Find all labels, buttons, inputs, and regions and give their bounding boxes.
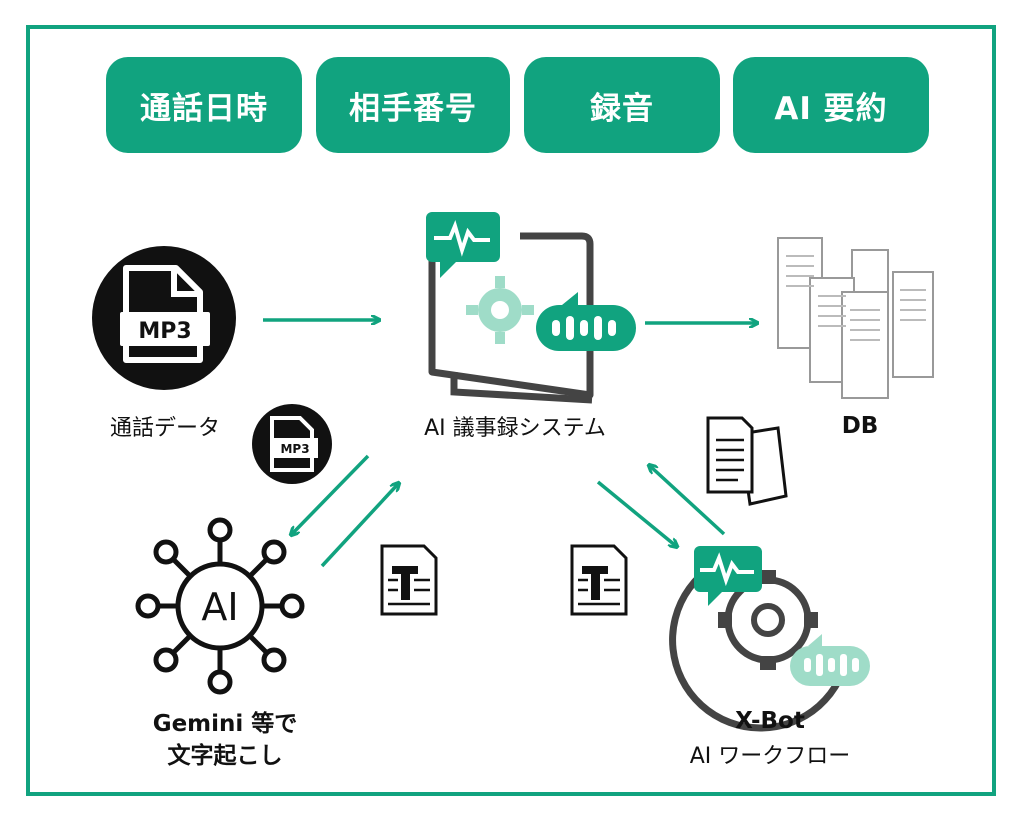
ai-system-label: AI 議事録システム <box>424 416 606 441</box>
xbot-label-line1: X-Bot <box>735 708 805 734</box>
pill-call-datetime: 通話日時 <box>106 57 302 153</box>
arrow-gemini-to-system <box>320 484 398 568</box>
call-data-label: 通話データ <box>109 416 220 441</box>
gemini-label-line1: Gemini 等で <box>152 711 298 737</box>
db-label: DB <box>841 413 879 439</box>
xbot-gear-icon <box>669 546 870 732</box>
pill-ai-summary: AI 要約 <box>733 57 929 153</box>
text-file-icon <box>570 544 628 616</box>
ai-network-text: AI <box>201 585 238 629</box>
arrow-xbot-to-system <box>650 466 726 536</box>
text-file-icon <box>380 544 438 616</box>
xbot-label-line2: AI ワークフロー <box>689 744 851 769</box>
mp3-small-icon: MP3 <box>252 404 332 484</box>
mp3-file-icon: MP3 <box>92 246 236 390</box>
document-icon <box>706 416 788 506</box>
arrow-system-to-xbot <box>596 480 676 546</box>
mp3-large-label: MP3 <box>138 319 191 344</box>
ai-network-icon <box>135 517 305 695</box>
database-servers-icon <box>777 237 934 399</box>
ai-system-icon <box>426 212 636 404</box>
pill-recording: 録音 <box>524 57 720 153</box>
diagram-frame <box>26 25 996 796</box>
pill-other-number: 相手番号 <box>316 57 510 153</box>
arrow-system-to-gemini <box>292 454 370 534</box>
gemini-label-line2: 文字起こし <box>167 743 283 769</box>
mp3-small-label: MP3 <box>280 442 309 456</box>
